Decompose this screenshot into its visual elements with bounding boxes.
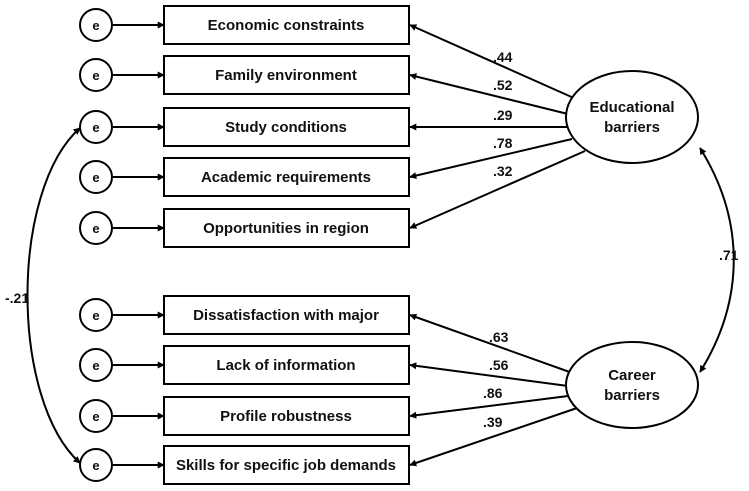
latent-label-line1: Educational bbox=[589, 99, 674, 116]
error-term-label: e bbox=[92, 308, 99, 323]
loading-arrow bbox=[409, 150, 586, 229]
latent-label-line2: barriers bbox=[604, 387, 660, 404]
error-term bbox=[79, 448, 113, 482]
loading-arrow bbox=[409, 406, 581, 467]
loading-arrow bbox=[409, 138, 573, 179]
error-term bbox=[79, 298, 113, 332]
error-term-label: e bbox=[92, 170, 99, 185]
loading-arrow bbox=[409, 313, 579, 376]
indicator-box bbox=[163, 396, 410, 436]
loading-arrow bbox=[409, 24, 586, 104]
indicator-label: Family environment bbox=[215, 67, 357, 84]
indicator-label: Economic constraints bbox=[208, 17, 365, 34]
error-term bbox=[79, 399, 113, 433]
loading-label: .44 bbox=[493, 49, 513, 65]
error-covariance-curve bbox=[26, 127, 81, 464]
error-term bbox=[79, 160, 113, 194]
error-term bbox=[79, 211, 113, 245]
loading-arrow bbox=[409, 73, 573, 116]
indicator-label: Dissatisfaction with major bbox=[193, 307, 379, 324]
indicator-box bbox=[163, 5, 410, 45]
loading-label: .63 bbox=[489, 329, 509, 345]
latent-educational-barriers bbox=[565, 70, 699, 164]
loading-label: .56 bbox=[489, 357, 509, 373]
indicator-label: Study conditions bbox=[225, 119, 347, 136]
indicator-box bbox=[163, 55, 410, 95]
error-term-label: e bbox=[92, 358, 99, 373]
loading-label: .52 bbox=[493, 77, 513, 93]
indicator-box bbox=[163, 107, 410, 147]
indicator-box bbox=[163, 345, 410, 385]
latent-covariance-curve bbox=[699, 147, 735, 373]
latent-covariance-label: .71 bbox=[719, 247, 739, 263]
indicator-box bbox=[163, 157, 410, 197]
loading-label: .86 bbox=[483, 385, 503, 401]
loading-label: .78 bbox=[493, 135, 513, 151]
error-term-label: e bbox=[92, 120, 99, 135]
error-covariance-label: -.21 bbox=[5, 290, 29, 306]
indicator-label: Opportunities in region bbox=[203, 220, 369, 237]
error-term bbox=[79, 8, 113, 42]
indicator-label: Skills for specific job demands bbox=[176, 457, 396, 474]
latent-label-line2: barriers bbox=[604, 119, 660, 136]
error-term-label: e bbox=[92, 221, 99, 236]
latent-career-barriers bbox=[565, 341, 699, 429]
error-term-label: e bbox=[92, 68, 99, 83]
indicator-label: Lack of information bbox=[216, 357, 355, 374]
error-term-label: e bbox=[92, 409, 99, 424]
loading-label: .32 bbox=[493, 163, 513, 179]
error-term bbox=[79, 348, 113, 382]
error-term bbox=[79, 58, 113, 92]
loading-arrow bbox=[409, 362, 569, 387]
indicator-label: Profile robustness bbox=[220, 408, 352, 425]
error-term bbox=[79, 110, 113, 144]
error-term-label: e bbox=[92, 458, 99, 473]
loading-arrow bbox=[409, 395, 569, 419]
indicator-label: Academic requirements bbox=[201, 169, 371, 186]
indicator-box bbox=[163, 295, 410, 335]
indicator-box bbox=[163, 208, 410, 248]
loading-label: .29 bbox=[493, 107, 513, 123]
error-term-label: e bbox=[92, 18, 99, 33]
loading-label: .39 bbox=[483, 414, 503, 430]
indicator-box bbox=[163, 445, 410, 485]
latent-label-line1: Career bbox=[608, 367, 656, 384]
